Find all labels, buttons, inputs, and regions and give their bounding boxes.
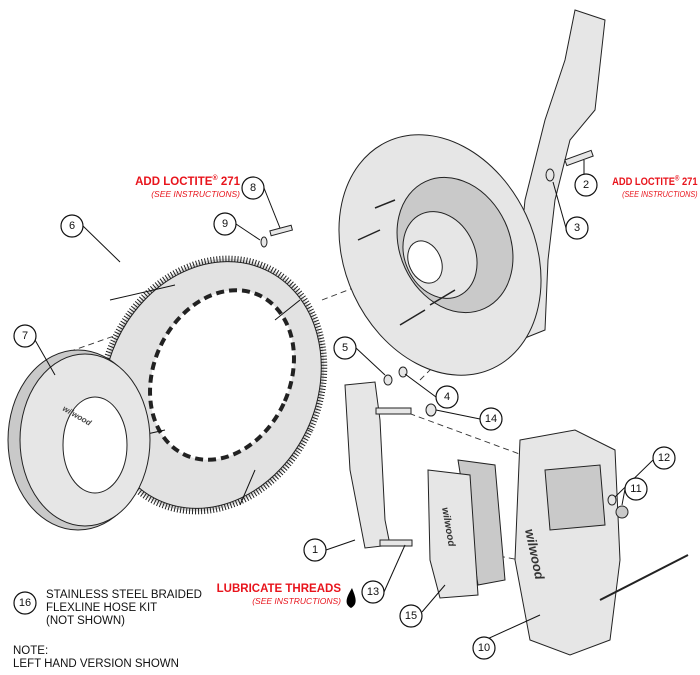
svg-text:9: 9 — [222, 218, 228, 230]
shim — [383, 374, 393, 386]
see-instructions: (SEE INSTRUCTIONS) — [151, 189, 240, 199]
svg-text:10: 10 — [478, 642, 490, 654]
svg-text:13: 13 — [367, 586, 379, 598]
svg-text:4: 4 — [444, 391, 450, 403]
hub-bore — [407, 240, 443, 284]
bracket-bolt — [375, 407, 412, 415]
callout-15: 15 — [399, 604, 423, 628]
svg-text:1: 1 — [312, 544, 318, 556]
svg-text:11: 11 — [630, 483, 641, 495]
svg-text:16: 16 — [19, 597, 31, 609]
bolt — [269, 224, 294, 237]
registered-mark: ® — [675, 175, 680, 183]
callout-10: 10 — [472, 636, 496, 660]
svg-text:3: 3 — [574, 222, 580, 234]
shim — [425, 403, 437, 417]
hose-kit-note: STAINLESS STEEL BRAIDED FLEXLINE HOSE KI… — [46, 589, 202, 628]
leader-lines — [34, 160, 654, 646]
pad-retaining-pin — [599, 554, 689, 601]
callout-2: 2 — [574, 173, 598, 197]
svg-text:14: 14 — [485, 413, 497, 425]
callout-7: 7 — [13, 324, 37, 348]
lubricate-label: LUBRICATE THREADS — [216, 583, 341, 595]
callout-8: 8 — [241, 176, 265, 200]
loctite-label: ADD LOCTITE — [612, 176, 676, 188]
hose-kit-line: FLEXLINE HOSE KIT — [46, 602, 158, 614]
svg-text:8: 8 — [250, 182, 256, 194]
callout-16: 16 — [13, 591, 37, 615]
svg-text:6: 6 — [69, 220, 75, 232]
callout-1: 1 — [303, 538, 327, 562]
callout-6: 6 — [60, 214, 84, 238]
assembly-line — [399, 409, 591, 481]
registered-mark: ® — [212, 175, 218, 183]
see-instructions: (SEE INSTRUCTIONS) — [622, 189, 698, 199]
lubricate-note: LUBRICATE THREADS (SEE INSTRUCTIONS) — [217, 583, 341, 607]
callout-11: 11 — [624, 477, 648, 501]
svg-text:5: 5 — [342, 342, 348, 354]
callout-14: 14 — [479, 407, 503, 431]
svg-text:7: 7 — [22, 330, 28, 342]
svg-text:15: 15 — [405, 610, 417, 622]
loctite-note-right: ADD LOCTITE® 271 (SEE INSTRUCTIONS) — [612, 175, 698, 200]
note-title: NOTE: — [13, 645, 49, 657]
callout-5: 5 — [333, 336, 357, 360]
bolt — [564, 149, 594, 167]
callout-4: 4 — [435, 385, 459, 409]
callout-3: 3 — [565, 216, 589, 240]
loctite-label: ADD LOCTITE — [135, 176, 213, 188]
hose-kit-line: (NOT SHOWN) — [46, 615, 126, 627]
loctite-number: 271 — [220, 176, 240, 188]
washer — [545, 168, 555, 182]
callout-13: 13 — [361, 580, 385, 604]
wheel-studs — [357, 199, 456, 326]
note-text: LEFT HAND VERSION SHOWN — [13, 658, 179, 670]
brake-pad — [427, 469, 479, 599]
caliper-bracket — [344, 381, 391, 549]
rotor-hat: wilwood — [7, 349, 151, 531]
oil-drop-icon — [346, 588, 356, 608]
callout-12: 12 — [652, 446, 676, 470]
bracket-bolt — [379, 539, 413, 547]
svg-text:12: 12 — [658, 452, 670, 464]
see-instructions: (SEE INSTRUCTIONS) — [252, 596, 341, 606]
loctite-note-left: ADD LOCTITE® 271 (SEE INSTRUCTIONS) — [135, 175, 240, 200]
brake-rotor — [96, 255, 328, 515]
shim — [398, 366, 408, 378]
washer — [260, 236, 268, 248]
svg-text:2: 2 — [583, 179, 589, 191]
orientation-note: NOTE: LEFT HAND VERSION SHOWN — [13, 645, 179, 671]
hose-kit-line: STAINLESS STEEL BRAIDED — [46, 589, 202, 601]
nut — [615, 505, 629, 519]
callout-9: 9 — [213, 212, 237, 236]
brake-caliper: wilwood — [514, 429, 621, 656]
loctite-number: 271 — [682, 176, 698, 188]
washer — [607, 494, 617, 506]
